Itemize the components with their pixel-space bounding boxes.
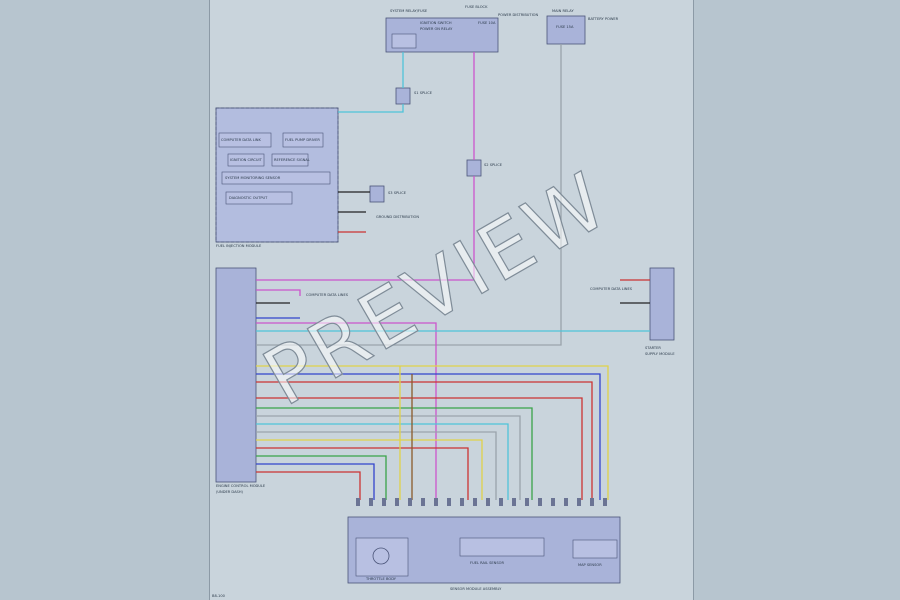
connector-pin [421, 498, 425, 506]
wire-9 [256, 322, 437, 500]
connector-pin [447, 498, 451, 506]
connector-pin [395, 498, 399, 506]
connector-pin [460, 498, 464, 506]
wire-24 [256, 463, 375, 500]
connector-pin [538, 498, 542, 506]
callout-ground-a: GROUND DISTRIBUTION [376, 215, 419, 219]
connector-pin [473, 498, 477, 506]
starter-sub: SUPPLY MODULE [645, 352, 675, 356]
fim-block-5 [221, 171, 331, 185]
wire-14 [256, 373, 601, 500]
connector-pin [512, 498, 516, 506]
connector-pin [525, 498, 529, 506]
fuse-block-sub: FUSE 10A [478, 21, 496, 25]
fim-block-6-label: DIAGNOSTIC OUTPUT [229, 196, 268, 200]
starter-label: STARTER [645, 346, 661, 350]
wire-18 [256, 415, 521, 500]
connector-pin [603, 498, 607, 506]
ecm-relay-sub: IGNITION SWITCH [420, 21, 452, 25]
main-relay-sub: FUSE 15A [556, 25, 574, 29]
connector-pin [369, 498, 373, 506]
wire-1 [256, 52, 475, 281]
wire-13 [256, 365, 609, 500]
wire-group [256, 44, 650, 506]
wire-23 [256, 455, 387, 500]
fim-block-4-label: REFERENCE SIGNAL [274, 158, 310, 162]
splice-s3: S3 SPLICE [369, 185, 407, 203]
connector-pin [551, 498, 555, 506]
fim-block-1 [218, 132, 272, 148]
connector-pin [499, 498, 503, 506]
connector-pin [408, 498, 412, 506]
fuel-rail-block [459, 537, 545, 557]
fim-block-3-label: IGNITION CIRCUIT [230, 158, 263, 162]
fim-block-4 [271, 153, 309, 167]
connector-pin [434, 498, 438, 506]
wire-17 [256, 407, 533, 500]
wire-19 [256, 423, 509, 500]
fim-block-3 [227, 153, 265, 167]
fim-block-2-label: FUEL PUMP DRIVER [285, 138, 320, 142]
throttle-body-icon [372, 547, 390, 565]
connector-pin [577, 498, 581, 506]
ecm-relay-note: POWER ON RELAY [420, 27, 453, 31]
page-code: B8-100 [212, 594, 226, 598]
main-relay-module: MAIN RELAY FUSE 15A BATTERY POWER [546, 9, 619, 45]
ecm-relay-module: SYSTEM RELAY/FUSE IGNITION SWITCH POWER … [385, 9, 499, 53]
fuel-module-label: FUEL INJECTION MODULE [216, 244, 262, 248]
sensor-module-assembly: THROTTLE BODY FUEL RAIL SENSOR MAP SENSO… [347, 516, 621, 591]
connector-pin [590, 498, 594, 506]
splice-s1-label: S1 SPLICE [414, 91, 433, 95]
splice-s1: S1 SPLICE [395, 87, 433, 105]
connector-pin [382, 498, 386, 506]
main-relay-label: MAIN RELAY [552, 9, 574, 13]
sensor-assembly-label: SENSOR MODULE ASSEMBLY [450, 587, 502, 591]
throttle-body-label: THROTTLE BODY [365, 577, 397, 581]
callout-ground-b: COMPUTER DATA LINES [306, 293, 349, 297]
map-sensor-block [572, 539, 618, 559]
diagram-sheet [209, 0, 694, 600]
bcm-footnote: (UNDER DASH) [216, 490, 244, 494]
fim-block-2 [282, 132, 324, 148]
main-relay-note: BATTERY POWER [588, 17, 619, 21]
wire-25 [256, 471, 361, 500]
fuse-block-note: POWER DISTRIBUTION [498, 13, 538, 17]
fuel-injection-module: COMPUTER DATA LINK FUEL PUMP DRIVER IGNI… [215, 107, 339, 248]
fuse-block-label: FUSE BLOCK [465, 5, 488, 9]
wire-15 [256, 381, 593, 500]
wire-6 [256, 289, 301, 296]
engine-control-module: ENGINE CONTROL MODULE (UNDER DASH) [215, 267, 266, 494]
fuel-rail-label: FUEL RAIL SENSOR [470, 561, 504, 565]
splice-s2: S2 SPLICE [466, 159, 503, 177]
starter-supply-module: STARTER SUPPLY MODULE [645, 267, 675, 356]
throttle-body-block [355, 537, 409, 577]
wire-16 [256, 397, 583, 500]
splice-s2-label: S2 SPLICE [484, 163, 503, 167]
wire-21 [256, 439, 483, 500]
wire-2 [256, 44, 562, 346]
bcm-label: ENGINE CONTROL MODULE [216, 484, 266, 488]
callout-data-right: COMPUTER DATA LINES [590, 287, 633, 291]
wire-22 [256, 447, 469, 500]
fim-block-6 [225, 191, 293, 205]
wire-20 [256, 431, 497, 500]
fuse-block: FUSE BLOCK FUSE 10A POWER DISTRIBUTION [465, 5, 538, 25]
map-sensor-label: MAP SENSOR [578, 563, 602, 567]
connector-pin [486, 498, 490, 506]
splice-s3-label: S3 SPLICE [388, 191, 407, 195]
connector-pin [564, 498, 568, 506]
wire-0 [338, 52, 404, 113]
ecm-relay-label: SYSTEM RELAY/FUSE [390, 9, 428, 13]
fim-block-1-label: COMPUTER DATA LINK [221, 138, 261, 142]
connector-pin [356, 498, 360, 506]
fim-block-5-label: SYSTEM MONITORING SENSOR [225, 176, 281, 180]
